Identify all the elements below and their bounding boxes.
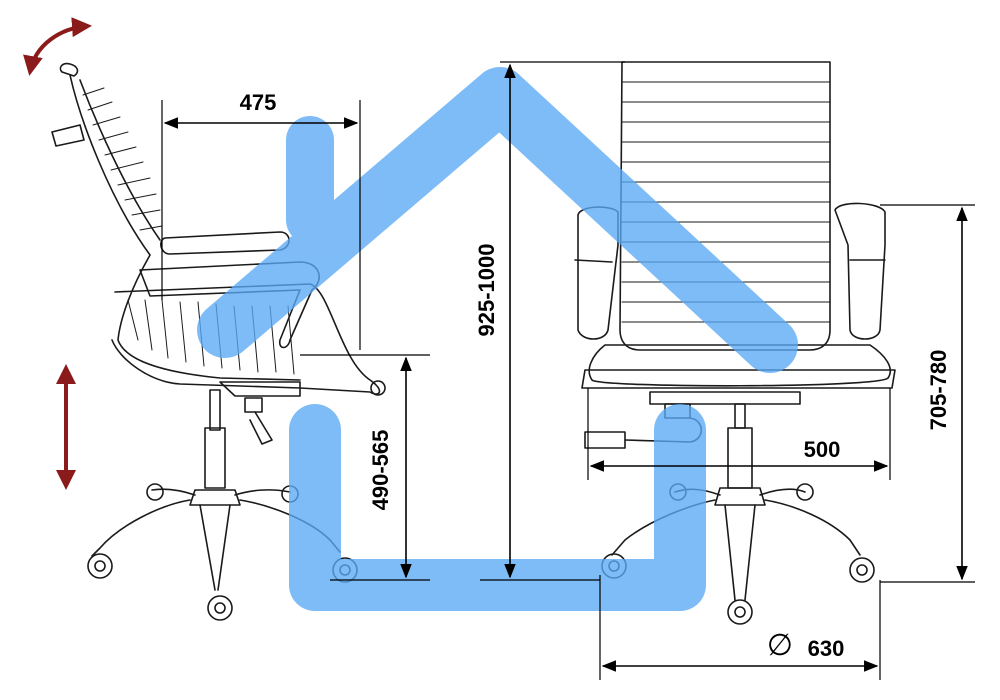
- base-front: [714, 487, 766, 506]
- base-side: [189, 489, 241, 506]
- seat-front: [588, 344, 892, 387]
- armrest-height-label: 705-780: [926, 350, 951, 431]
- seat-height-label: 490-565: [368, 430, 393, 511]
- backrest-front: [619, 61, 831, 351]
- backrest-side: [69, 74, 301, 381]
- seat-depth-label: 475: [240, 90, 277, 115]
- total-height-label: 925-1000: [474, 244, 499, 337]
- armrest-side: [160, 231, 290, 255]
- watermark-house-icon: [197, 67, 798, 611]
- base-diameter-label: 630: [808, 636, 845, 661]
- dimension-lines: [161, 61, 975, 680]
- armrest-right-front: [834, 202, 886, 340]
- seat-width-label: 500: [804, 437, 841, 462]
- seat-side: [111, 283, 381, 395]
- tilt-arrow-icon: [23, 17, 92, 76]
- diameter-symbol: ∅: [767, 629, 793, 662]
